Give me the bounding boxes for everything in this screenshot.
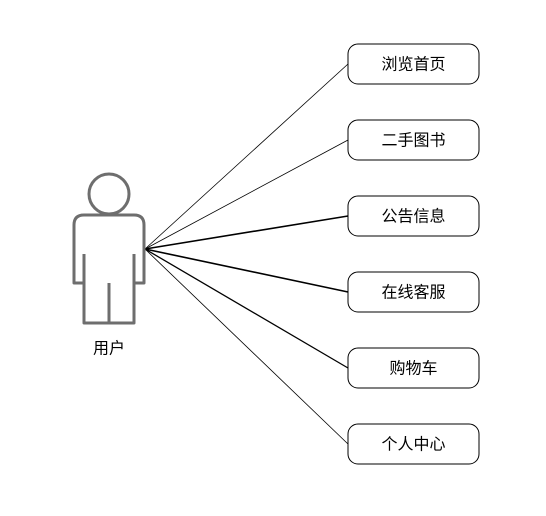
use-case-4: 在线客服: [347, 271, 480, 313]
use-case-1: 浏览首页: [347, 43, 480, 85]
association-line-5: [144, 248, 349, 369]
actor-figure: 用户: [72, 172, 146, 358]
use-case-label-3: 公告信息: [381, 207, 445, 226]
actor-head: [87, 172, 131, 216]
use-case-label-5: 购物车: [389, 359, 437, 378]
use-case-box-6: [347, 423, 480, 465]
association-line-6: [144, 248, 349, 445]
actor-label: 用户: [93, 339, 125, 358]
association-line-3: [144, 215, 349, 250]
use-case-label-4: 在线客服: [381, 283, 445, 302]
use-case-6: 个人中心: [347, 423, 480, 465]
use-case-box-2: [347, 119, 480, 161]
use-case-box-5: [347, 347, 480, 389]
association-line-2: [144, 139, 349, 250]
use-case-2: 二手图书: [347, 119, 480, 161]
use-case-5: 购物车: [347, 347, 480, 389]
use-case-3: 公告信息: [347, 195, 480, 237]
use-case-label-6: 个人中心: [381, 435, 445, 454]
use-case-box-3: [347, 195, 480, 237]
association-line-4: [144, 248, 349, 293]
use-case-label-2: 二手图书: [381, 131, 445, 150]
use-case-box-4: [347, 271, 480, 313]
actor-body: [72, 213, 146, 325]
use-case-box-1: [347, 43, 480, 85]
use-case-label-1: 浏览首页: [381, 55, 445, 74]
associations: [144, 63, 349, 445]
association-line-1: [144, 63, 349, 250]
